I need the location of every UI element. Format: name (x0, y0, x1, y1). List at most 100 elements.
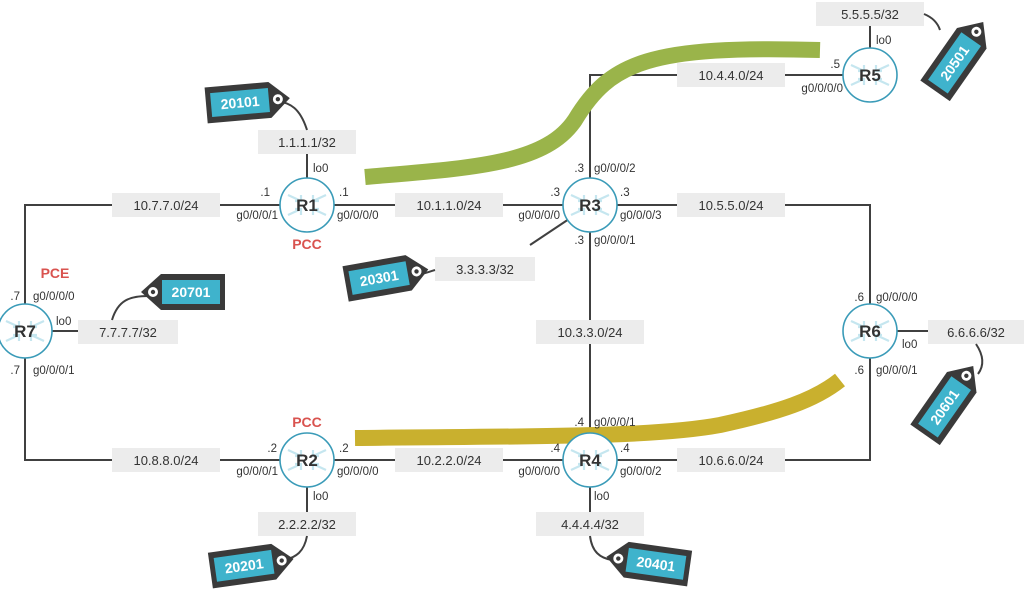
loopback-label-r4: 4.4.4.4/32 (536, 512, 644, 536)
router-r2[interactable]: R2 (279, 432, 335, 488)
loopback-label-r7: 7.7.7.7/32 (78, 320, 178, 344)
interface-label: g0/0/0/0 (801, 83, 843, 95)
host-label: .6 (854, 292, 864, 304)
subnet-label-r1-r3: 10.1.1.0/24 (395, 193, 503, 217)
lo-if-label-r7: lo0 (56, 316, 71, 328)
price-tag-icon (141, 274, 225, 310)
router-r5[interactable]: R5 (842, 47, 898, 103)
role-label-r2: PCC (292, 414, 322, 430)
lo-if-label-r6: lo0 (902, 339, 917, 351)
subnet-label-r2-r7: 10.8.8.0/24 (112, 448, 220, 472)
interface-label: g0/0/0/1 (236, 466, 278, 478)
sid-label: 20301 (359, 267, 400, 290)
sid-tag-r4: 20401 (606, 541, 693, 587)
loopback-label-r3: 3.3.3.3/32 (435, 257, 535, 281)
interface-label: g0/0/0/0 (337, 466, 379, 478)
subnet-text: 10.4.4.0/24 (698, 68, 763, 83)
host-label: .2 (267, 443, 277, 455)
interface-label: g0/0/0/0 (518, 466, 560, 478)
host-label: .2 (339, 443, 349, 455)
price-tag-icon (204, 81, 290, 124)
role-labels: PCC PCC PCE (41, 236, 322, 430)
price-tag-icon (606, 541, 693, 587)
interface-label: g0/0/0/0 (33, 291, 75, 303)
subnet-label-r3-r6: 10.5.5.0/24 (677, 193, 785, 217)
subnet-text: 10.3.3.0/24 (557, 325, 622, 340)
host-label: .4 (574, 417, 584, 429)
loopback-label-r2: 2.2.2.2/32 (258, 512, 356, 536)
lo-if-label-r1: lo0 (313, 163, 328, 175)
subnet-text: 10.5.5.0/24 (698, 198, 763, 213)
router-r6[interactable]: R6 (842, 303, 898, 359)
subnet-text: 10.8.8.0/24 (133, 453, 198, 468)
price-tag-icon (342, 255, 429, 302)
loopback-label-r6: 6.6.6.6/32 (928, 320, 1024, 344)
subnet-text: 10.7.7.0/24 (133, 198, 198, 213)
routers: R1 R2 R3 R4 (0, 47, 898, 488)
sid-tags: 20101 20301 20701 (111, 13, 987, 589)
router-icon (570, 449, 610, 471)
sid-label: 20401 (636, 553, 677, 574)
router-icon (5, 320, 45, 342)
interface-label: g0/0/0/2 (594, 163, 636, 175)
router-name: R3 (579, 196, 601, 215)
subnet-text: 10.6.6.0/24 (698, 453, 763, 468)
router-r3[interactable]: R3 (562, 177, 618, 233)
loopback-text: 7.7.7.7/32 (99, 325, 157, 340)
sid-tag-r2: 20201 (207, 543, 294, 589)
router-icon (850, 64, 890, 86)
router-icon (850, 320, 890, 342)
router-r1[interactable]: R1 (279, 177, 335, 233)
link-r3-r6 (590, 204, 871, 331)
policy-paths (354, 41, 845, 446)
router-r7[interactable]: R7 (0, 303, 53, 359)
host-label: .7 (10, 291, 20, 303)
subnet-text: 10.1.1.0/24 (416, 198, 481, 213)
host-label: .6 (854, 365, 864, 377)
router-icon (570, 194, 610, 216)
policy-path-r1 (364, 41, 821, 185)
interface-label: g0/0/0/1 (33, 365, 75, 377)
interface-label: g0/0/0/1 (236, 210, 278, 222)
subnet-label-r1-r7: 10.7.7.0/24 (112, 193, 220, 217)
host-label: .3 (550, 187, 560, 199)
sid-label: 20201 (224, 555, 265, 576)
loopback-label-r1: 1.1.1.1/32 (258, 130, 356, 154)
loopback-label-r5: 5.5.5.5/32 (816, 2, 924, 26)
loopback-text: 1.1.1.1/32 (278, 135, 336, 150)
router-name: R5 (859, 66, 881, 85)
price-tag-icon (920, 21, 987, 102)
interface-label: g0/0/0/0 (337, 210, 379, 222)
interface-label: g0/0/0/1 (594, 235, 636, 247)
sid-tag-r3: 20301 (342, 255, 429, 302)
tag-string (923, 13, 941, 31)
lo-if-label-r2: lo0 (313, 491, 328, 503)
subnet-label-r3-r5: 10.4.4.0/24 (677, 63, 785, 87)
interface-label: g0/0/0/2 (620, 466, 662, 478)
sid-tag-r1: 20101 (204, 81, 290, 124)
sid-tag-r7: 20701 (141, 274, 225, 310)
policy-path-r2 (354, 373, 845, 446)
price-tag-icon (207, 543, 294, 589)
subnet-label-r2-r4: 10.2.2.0/24 (395, 448, 503, 472)
host-label: .1 (260, 187, 270, 199)
host-label: .4 (620, 443, 630, 455)
interface-label: g0/0/0/1 (876, 365, 918, 377)
router-r4[interactable]: R4 (562, 432, 618, 488)
router-name: R7 (14, 322, 36, 341)
sid-tag-r6: 20601 (910, 365, 977, 446)
interface-label: g0/0/0/1 (594, 417, 636, 429)
tag-string (975, 343, 984, 375)
router-icon (287, 449, 327, 471)
loopback-text: 2.2.2.2/32 (278, 517, 336, 532)
host-label: .5 (830, 59, 840, 71)
loopback-text: 5.5.5.5/32 (841, 7, 899, 22)
role-label-r7: PCE (41, 265, 70, 281)
interface-labels: lo0 .1 g0/0/0/1 .1 g0/0/0/0 .3 g0/0/0/0 … (10, 35, 917, 503)
interface-label: g0/0/0/3 (620, 210, 662, 222)
price-tag-icon (910, 365, 977, 446)
sid-label: 20701 (172, 284, 211, 300)
loopback-text: 4.4.4.4/32 (561, 517, 619, 532)
router-name: R1 (296, 196, 318, 215)
